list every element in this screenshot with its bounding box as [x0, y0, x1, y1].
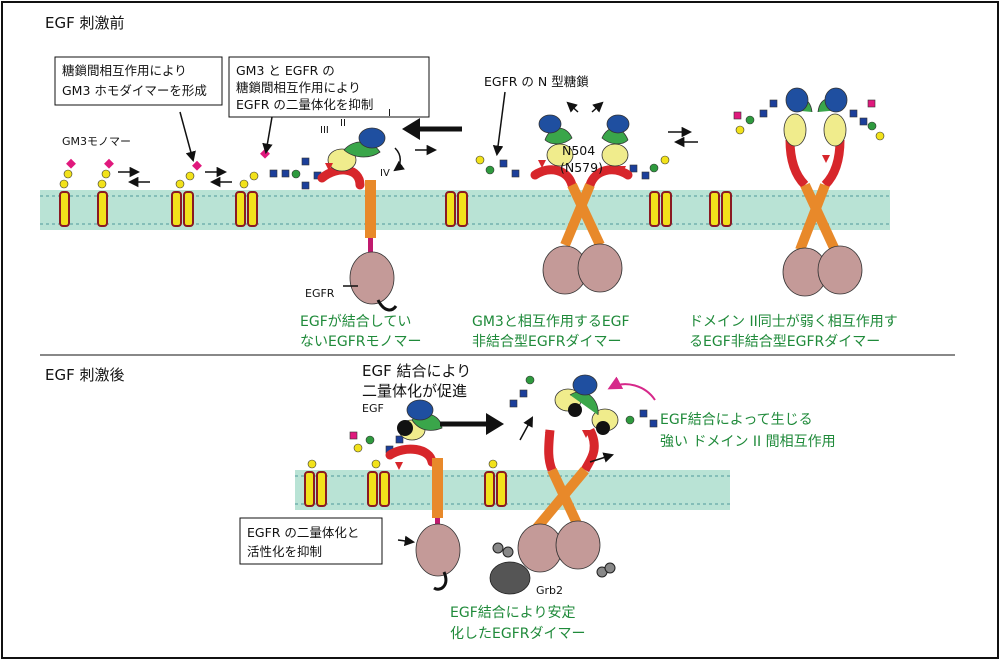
caption-gm3-dimer-1: GM3と相互作用するEGF — [472, 314, 630, 330]
arrows — [118, 91, 698, 547]
pink-arrow — [607, 376, 656, 401]
membrane-bottom — [295, 470, 730, 510]
caption-strong-interaction-2: 強い ドメイン II 間相互作用 — [660, 434, 836, 450]
egfr-dimer-stable — [489, 374, 619, 595]
gm3-glycans — [59, 148, 498, 469]
label-grb2: Grb2 — [536, 584, 563, 597]
caption-stable-dimer-1: EGF結合により安定 — [450, 605, 575, 621]
label-egf-binding-1: EGF 結合により — [362, 362, 471, 380]
label-egf-binding-2: 二量体化が促進 — [362, 382, 467, 400]
label-n504: N504 — [562, 143, 595, 158]
egf-ligand-1-icon — [568, 403, 582, 417]
caption-unbound-monomer-2: ないEGFRモノマー — [300, 334, 421, 350]
caption-stable-dimer-2: 化したEGFRダイマー — [450, 626, 585, 642]
box-inhibit-line-2: 活性化を抑制 — [247, 544, 322, 559]
n-glycans — [269, 99, 885, 454]
egfr-dimer-gm3 — [530, 114, 633, 295]
label-gm3-monomer: GM3モノマー — [62, 135, 131, 148]
box-gm3-homodimer-line-2: GM3 ホモダイマーを形成 — [62, 83, 207, 98]
label-domain-1: I — [388, 108, 391, 119]
section-before: EGF 刺激前 — [45, 14, 125, 32]
label-domain-4: IV — [380, 168, 390, 179]
label-domain-2: II — [340, 118, 346, 129]
box-inhibit-line-1: EGFR の二量体化と — [247, 525, 359, 540]
gm3-lipids-bottom — [304, 471, 507, 507]
egfr-monomer-top — [317, 127, 398, 312]
egf-ligand-2-icon — [596, 421, 610, 435]
big-arrow-left-head — [402, 118, 420, 140]
label-n-glycan: EGFR の N 型糖鎖 — [484, 74, 589, 89]
label-domain-3: III — [320, 125, 329, 136]
caption-weak-dimer-1: ドメイン II同士が弱く相互作用す — [689, 314, 898, 330]
gm3-lipids-top — [59, 191, 732, 227]
label-egf: EGF — [362, 402, 384, 415]
box-gm3-egfr-line-1: GM3 と EGFR の — [236, 63, 335, 78]
box-inhibit — [239, 517, 383, 565]
box-gm3-egfr-line-2: 糖鎖間相互作用により — [236, 80, 361, 95]
box-gm3-homodimer — [54, 56, 223, 106]
caption-unbound-monomer-1: EGFが結合してい — [300, 314, 411, 330]
big-arrow-right-head — [486, 413, 504, 435]
caption-gm3-dimer-2: 非結合型EGFRダイマー — [472, 334, 621, 350]
box-gm3-homodimer-line-1: 糖鎖間相互作用により — [62, 63, 187, 78]
egfr-monomer-bottom — [385, 399, 461, 591]
section-after: EGF 刺激後 — [45, 366, 125, 384]
box-gm3-egfr — [228, 56, 430, 118]
label-n579: (N579) — [560, 160, 603, 175]
caption-weak-dimer-2: るEGF非結合型EGFRダイマー — [689, 334, 880, 350]
egf-ligand-icon — [397, 420, 413, 436]
box-gm3-egfr-line-3: EGFR の二量体化を抑制 — [236, 97, 373, 112]
label-egfr: EGFR — [305, 287, 335, 300]
caption-strong-interaction-1: EGF結合によって生じる — [660, 412, 813, 428]
grb2-icon — [489, 561, 531, 595]
egfr-dimer-weak — [782, 87, 863, 297]
